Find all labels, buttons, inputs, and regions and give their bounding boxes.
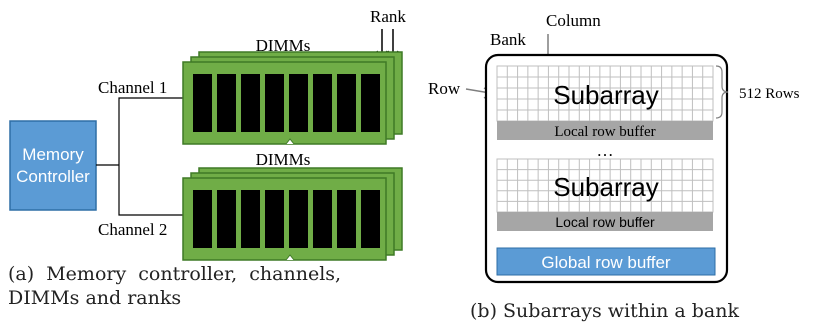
local-row-buffer-top xyxy=(497,121,713,140)
rows-count-label: 512 Rows xyxy=(739,86,800,102)
subarray-top xyxy=(496,65,714,122)
dimm-notch-channel1 xyxy=(285,138,295,145)
dimm-chip-channel2-7 xyxy=(361,190,380,248)
global-row-buffer-label: Global row buffer xyxy=(541,253,670,272)
channel-wires xyxy=(96,97,188,216)
rows-bracket xyxy=(715,65,729,119)
panel-b: Bank Column Row Subarray Subarray Local … xyxy=(428,11,800,322)
ellipsis: … xyxy=(597,141,614,160)
dimm-chip-channel2-5 xyxy=(313,190,332,248)
rank-label: Rank xyxy=(370,7,406,26)
dimm-chip-channel1-2 xyxy=(241,74,260,132)
subarray-grids xyxy=(496,65,714,213)
dimm-chip-channel1-5 xyxy=(313,74,332,132)
local-row-buffer-bottom-label: Local row buffer xyxy=(555,214,655,230)
memory-controller-label-line2: Controller xyxy=(16,167,90,186)
dimm-chip-channel2-6 xyxy=(337,190,356,248)
dimm-chip-channel1-3 xyxy=(265,74,284,132)
dimm-chip-channel2-0 xyxy=(193,190,212,248)
dimm-chip-channel1-4 xyxy=(289,74,308,132)
dimm-groups xyxy=(182,51,403,261)
panel-a: Memory Controller Channel 1 Channel 2 DI… xyxy=(8,7,406,309)
caption-a-line1: (a) Memory controller, channels, xyxy=(8,263,342,285)
subarray-bottom xyxy=(496,158,714,213)
caption-b: (b) Subarrays within a bank xyxy=(470,300,739,322)
memory-controller-box xyxy=(9,120,97,211)
dimm-chip-channel1-0 xyxy=(193,74,212,132)
dimm-chip-channel1-6 xyxy=(337,74,356,132)
dimm-notch-channel2 xyxy=(285,254,295,261)
dimm-chip-channel1-1 xyxy=(217,74,236,132)
subarray-label-top: Subarray xyxy=(553,80,659,110)
local-row-buffer-top-label: Local row buffer xyxy=(554,124,655,140)
global-row-buffer xyxy=(496,247,716,276)
dimm-chip-channel2-3 xyxy=(265,190,284,248)
row-label: Row xyxy=(428,79,461,98)
dimm-chip-channel2-4 xyxy=(289,190,308,248)
channel-1-label: Channel 1 xyxy=(98,78,167,97)
dimm-chip-channel2-2 xyxy=(241,190,260,248)
subarray-label-bottom: Subarray xyxy=(553,172,659,202)
dimm-chip-channel1-7 xyxy=(361,74,380,132)
dimm-chip-channel2-1 xyxy=(217,190,236,248)
column-label: Column xyxy=(546,11,601,30)
local-row-buffer-bottom xyxy=(497,212,713,231)
dimms-label-bottom: DIMMs xyxy=(256,150,311,169)
memory-controller-label-line1: Memory xyxy=(22,145,84,164)
caption-a-line2: DIMMs and ranks xyxy=(8,287,182,309)
dimms-label-top: DIMMs xyxy=(256,36,311,55)
channel-2-label: Channel 2 xyxy=(98,220,167,239)
bank-label: Bank xyxy=(490,30,526,49)
